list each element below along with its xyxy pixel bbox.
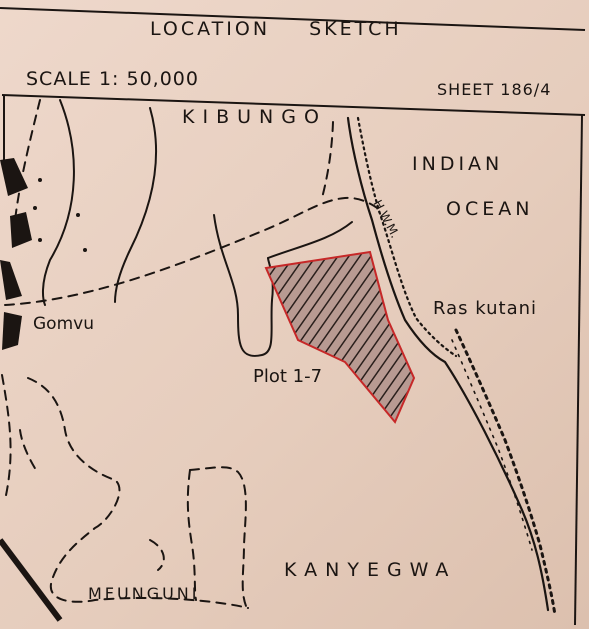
place-ras-kutani: Ras kutani bbox=[433, 298, 538, 319]
place-kibungo: KIBUNGO bbox=[182, 106, 327, 128]
plot-label: Plot 1-7 bbox=[253, 366, 323, 387]
streams bbox=[42, 99, 353, 357]
map-title: LOCATION SKETCH bbox=[150, 18, 402, 40]
place-gomvu: Gomvu bbox=[33, 314, 94, 334]
railway-line bbox=[0, 538, 63, 622]
plot-1-7-parcel bbox=[264, 250, 416, 424]
tracks bbox=[1, 99, 381, 609]
scale-label: SCALE 1: 50,000 bbox=[26, 68, 199, 90]
coastline bbox=[346, 116, 557, 617]
ocean-label-ocean: OCEAN bbox=[446, 198, 534, 220]
place-kanyegwa: KANYEGWA bbox=[284, 559, 457, 581]
place-mfunguni: MFUNGUNI bbox=[88, 584, 200, 603]
sheet-number: SHEET 186/4 bbox=[437, 80, 552, 99]
ocean-label-indian: INDIAN bbox=[412, 153, 504, 175]
settlement-blocks bbox=[0, 158, 87, 350]
map-frame bbox=[0, 7, 586, 626]
